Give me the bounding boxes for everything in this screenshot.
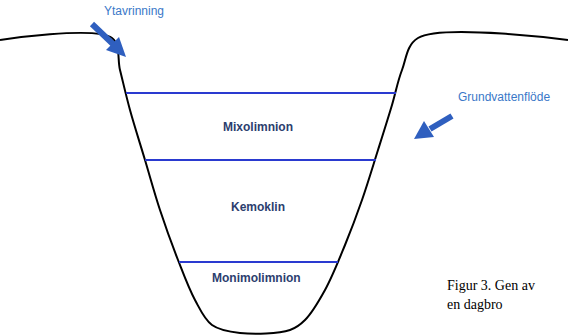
flow-label: Ytavrinning [104,4,164,18]
arrow-head [106,37,126,57]
runoff-arrow [92,24,126,57]
groundwater-arrow [414,116,452,139]
layer-name: Kemoklin [231,200,285,214]
layer-boundary [145,159,376,161]
water-layer-band: Mixolimnion [219,118,297,136]
arrow-head [414,121,434,139]
layer-lines [126,93,396,262]
layer-name: Monimolimnion [212,271,301,285]
layer-boundary [179,261,338,263]
arrow-shaft [92,24,114,45]
water-layer-band: Kemoklin [227,198,289,216]
layer-boundary [126,92,396,94]
water-layer-band: Monimolimnion [208,269,305,287]
figure-caption: Figur 3. Gen av en dagbro [447,277,539,315]
layer-name: Mixolimnion [223,120,293,134]
arrow-shaft [430,116,452,129]
pit-outline [0,32,568,334]
flow-label: Grundvattenflöde [458,90,550,104]
